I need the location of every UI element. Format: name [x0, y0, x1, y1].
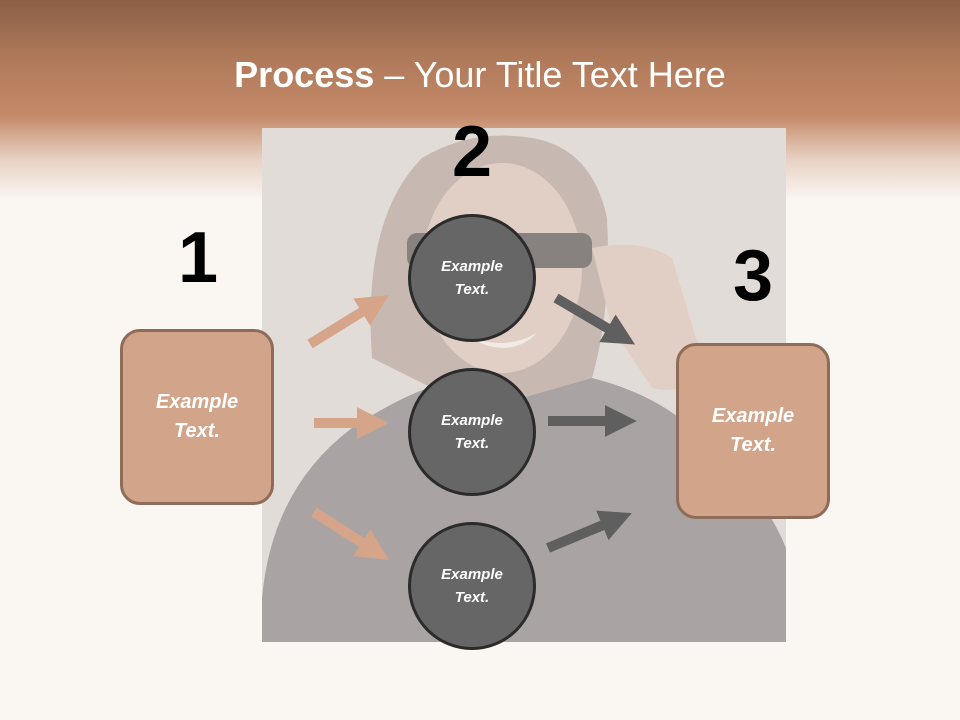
step-number-1: 1: [177, 218, 219, 298]
title-rest: – Your Title Text Here: [374, 54, 726, 95]
circle-2: Example Text.: [408, 368, 536, 496]
circle-3-text: Example Text.: [441, 566, 503, 606]
circle-3: Example Text.: [408, 522, 536, 650]
title-bold: Process: [234, 54, 375, 95]
arrow-to-circle-3: [311, 507, 389, 560]
step-number-2: 2: [451, 112, 493, 192]
left-box-text: Example Text.: [155, 391, 239, 442]
circle-2-text: Example Text.: [441, 412, 503, 452]
arrow-to-circle-1: [307, 295, 389, 349]
right-box: Example Text.: [676, 343, 830, 519]
circle-1-text: Example Text.: [441, 258, 503, 298]
circle-1: Example Text.: [408, 214, 536, 342]
step-number-3: 3: [732, 236, 774, 316]
right-box-text: Example Text.: [711, 405, 795, 456]
slide-title: Process – Your Title Text Here: [0, 52, 960, 98]
arrow-from-circle-1: [553, 293, 636, 345]
arrow-from-circle-3: [546, 510, 632, 553]
left-box: Example Text.: [120, 329, 274, 505]
